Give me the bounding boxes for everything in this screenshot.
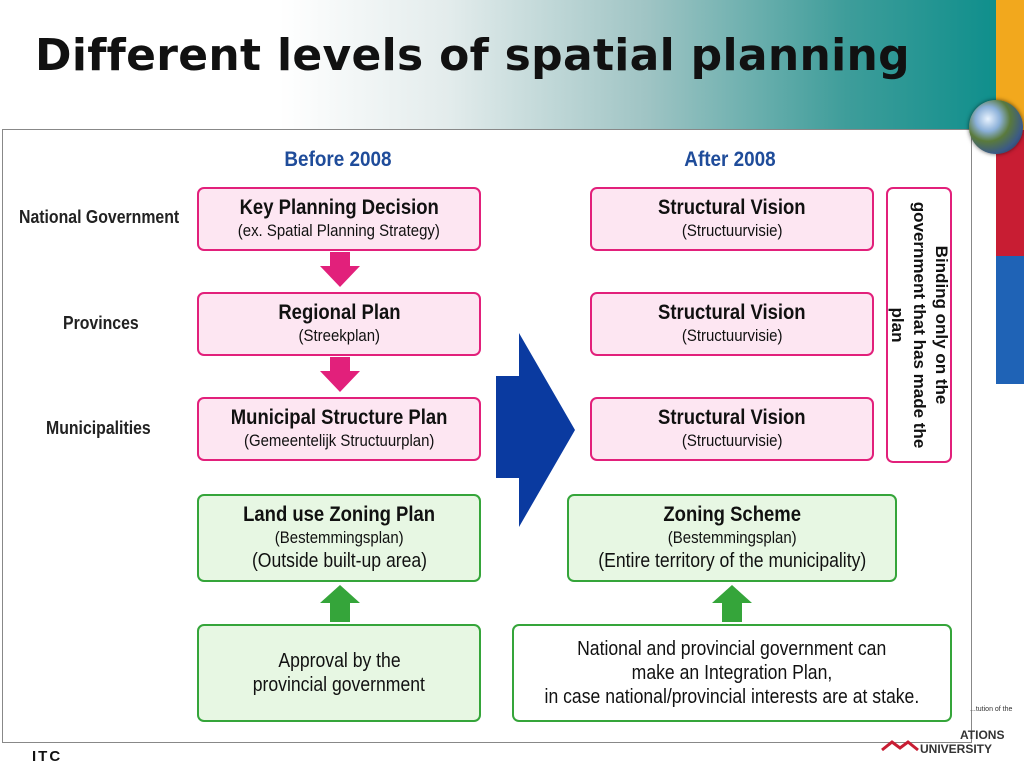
integration-plan-box: National and provincial government can m… xyxy=(512,624,952,722)
box-line-2: make an Integration Plan, xyxy=(631,662,833,684)
box-subtitle: (Structuurvisie) xyxy=(681,431,783,450)
box-line-3: in case national/provincial interests ar… xyxy=(544,686,920,708)
box-line-2: provincial government xyxy=(252,674,426,696)
structural-vision-national-box: Structural Vision (Structuurvisie) xyxy=(590,187,874,251)
university-logo: ...tution of the ATIONS UNIVERSITY xyxy=(830,680,1020,765)
box-subtitle-2: (Outside built-up area) xyxy=(251,550,427,572)
box-subtitle: (Bestemmingsplan) xyxy=(274,528,404,547)
before-2008-heading: Before 2008 xyxy=(284,148,392,171)
box-subtitle: (Bestemmingsplan) xyxy=(667,528,797,547)
box-line-1: Approval by the xyxy=(277,650,401,672)
regional-plan-box: Regional Plan (Streekplan) xyxy=(197,292,481,356)
globe-icon xyxy=(969,100,1023,154)
box-subtitle: (ex. Spatial Planning Strategy) xyxy=(237,221,441,240)
box-title: Structural Vision xyxy=(658,406,806,429)
box-title: Land use Zoning Plan xyxy=(242,503,436,526)
box-subtitle: (Gemeentelijk Structuurplan) xyxy=(243,431,435,450)
land-use-zoning-plan-box: Land use Zoning Plan (Bestemmingsplan) (… xyxy=(197,494,481,582)
binding-note-text: Binding only on the government that has … xyxy=(888,201,951,449)
row-label-provinces: Provinces xyxy=(63,313,139,333)
structural-vision-municipal-box: Structural Vision (Structuurvisie) xyxy=(590,397,874,461)
box-subtitle: (Streekplan) xyxy=(298,326,380,345)
box-title: Zoning Scheme xyxy=(663,503,801,526)
box-subtitle: (Structuurvisie) xyxy=(681,326,783,345)
university-logo-line-3: UNIVERSITY xyxy=(920,742,993,756)
box-title: Regional Plan xyxy=(277,301,401,324)
binding-note-box: Binding only on the government that has … xyxy=(886,187,952,463)
university-logo-line-1: ...tution of the xyxy=(970,706,1013,713)
box-title: Municipal Structure Plan xyxy=(230,406,448,429)
row-label-municipalities: Municipalities xyxy=(46,418,151,438)
box-title: Key Planning Decision xyxy=(239,196,439,219)
box-subtitle-2: (Entire territory of the municipality) xyxy=(597,550,866,572)
zoning-scheme-box: Zoning Scheme (Bestemmingsplan) (Entire … xyxy=(567,494,897,582)
slide-title: Different levels of spatial planning xyxy=(35,30,910,81)
after-2008-heading: After 2008 xyxy=(684,148,776,171)
row-label-national: National Government xyxy=(19,207,180,227)
university-logo-line-2: ATIONS xyxy=(960,728,1005,742)
accent-bar-blue xyxy=(996,256,1024,384)
itc-logo: ITC xyxy=(32,748,63,765)
box-title: Structural Vision xyxy=(658,301,806,324)
structural-vision-provincial-box: Structural Vision (Structuurvisie) xyxy=(590,292,874,356)
box-line-1: National and provincial government can xyxy=(577,638,887,660)
provincial-approval-box: Approval by the provincial government xyxy=(197,624,481,722)
university-mark-icon xyxy=(881,740,919,752)
key-planning-decision-box: Key Planning Decision (ex. Spatial Plann… xyxy=(197,187,481,251)
municipal-structure-plan-box: Municipal Structure Plan (Gemeentelijk S… xyxy=(197,397,481,461)
box-subtitle: (Structuurvisie) xyxy=(681,221,783,240)
box-title: Structural Vision xyxy=(658,196,806,219)
title-header-band xyxy=(0,0,996,130)
